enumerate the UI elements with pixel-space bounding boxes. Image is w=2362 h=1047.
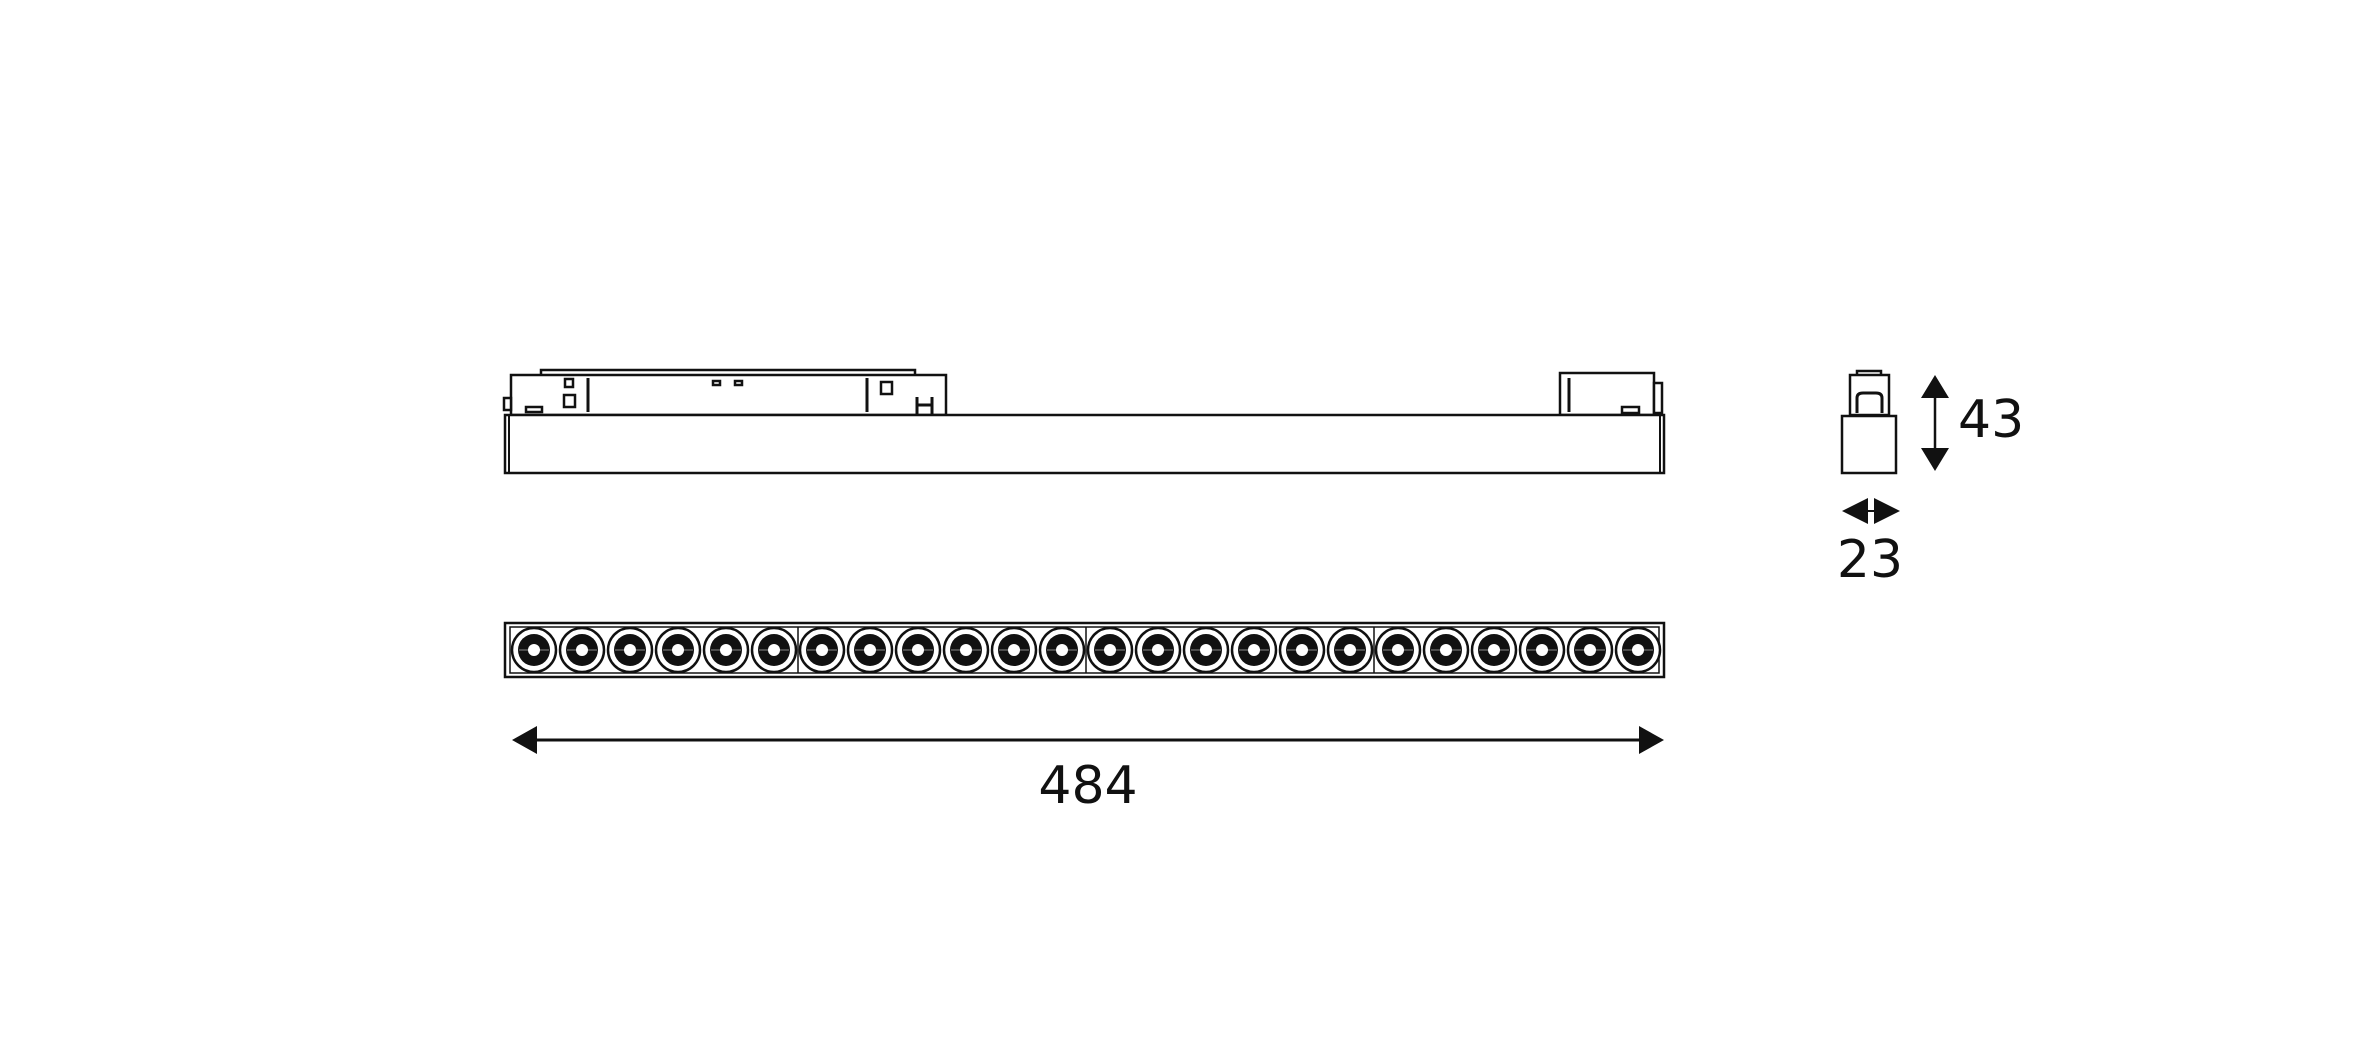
- slot: [524, 405, 544, 414]
- lens-led: [1008, 644, 1020, 656]
- length-label: 484: [1038, 756, 1137, 816]
- lens-led: [1440, 644, 1452, 656]
- lens-led: [1536, 644, 1548, 656]
- arrow-right-icon: [1639, 726, 1664, 754]
- profile-body: [503, 413, 1666, 475]
- lens-led: [624, 644, 636, 656]
- side-clip: [502, 396, 513, 412]
- end-clip: [1652, 381, 1664, 415]
- arrow-left-icon: [512, 726, 537, 754]
- lens-led: [1584, 644, 1596, 656]
- lens-led: [1152, 644, 1164, 656]
- lens-led: [672, 644, 684, 656]
- lens-led: [1296, 644, 1308, 656]
- lens-led: [528, 644, 540, 656]
- side-view: [502, 368, 1666, 475]
- width-label: 23: [1837, 530, 1903, 590]
- slot: [711, 379, 722, 387]
- end-latch: [1855, 391, 1884, 413]
- top-view: [503, 621, 1666, 679]
- lens-led: [864, 644, 876, 656]
- arrow-up-icon: [1921, 375, 1949, 398]
- latch: [915, 397, 934, 415]
- lens-led: [816, 644, 828, 656]
- connector: [879, 380, 894, 396]
- slot: [563, 377, 575, 389]
- connector: [562, 393, 577, 409]
- slot: [733, 379, 744, 387]
- arrow-right-icon: [1874, 498, 1900, 524]
- arrow-left-icon: [1842, 498, 1868, 524]
- lens-led: [1344, 644, 1356, 656]
- lens-led: [912, 644, 924, 656]
- slot: [1620, 405, 1641, 415]
- height-label: 43: [1958, 390, 2024, 450]
- length-dimension: 484: [512, 726, 1664, 816]
- lens-led: [1104, 644, 1116, 656]
- lens-led: [960, 644, 972, 656]
- lens-led: [1056, 644, 1068, 656]
- driver-module: [509, 373, 948, 417]
- end-body: [1840, 414, 1898, 475]
- lens-led: [1392, 644, 1404, 656]
- lens-led: [1248, 644, 1260, 656]
- lens-led: [768, 644, 780, 656]
- lens-led: [1632, 644, 1644, 656]
- lens-led: [576, 644, 588, 656]
- lens-led: [720, 644, 732, 656]
- arrow-down-icon: [1921, 448, 1949, 471]
- lens-led: [1200, 644, 1212, 656]
- end-view: 43 23: [1837, 369, 2024, 590]
- lens-led: [1488, 644, 1500, 656]
